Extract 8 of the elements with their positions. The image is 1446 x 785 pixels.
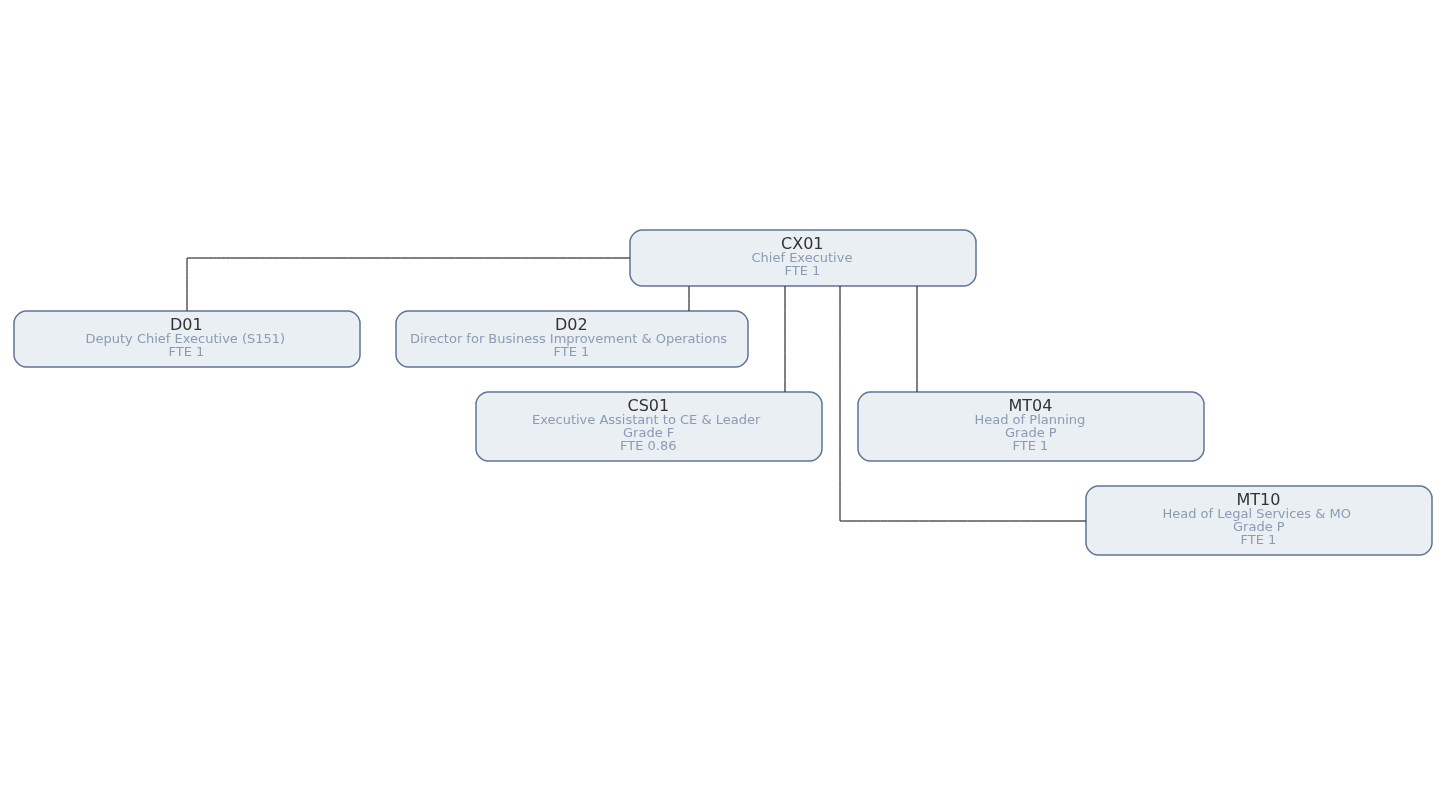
node-box: MT04 Head of Planning Grade P FTE 1	[857, 391, 1205, 462]
connector	[186, 257, 631, 312]
node-box: D01 Deputy Chief Executive (S151) FTE 1	[13, 310, 361, 368]
node-box: D02 Director for Business Improvement & Operations FTE 1	[395, 310, 749, 368]
connector	[839, 285, 1087, 522]
node-box: CX01 Chief Executive FTE 1	[629, 229, 977, 287]
node-box: CS01 Executive Assistant to CE & Leader Grade F FTE 0.86	[475, 391, 823, 462]
node-box: MT10 Head of Legal Services & MO Grade P FTE 1	[1085, 485, 1433, 556]
